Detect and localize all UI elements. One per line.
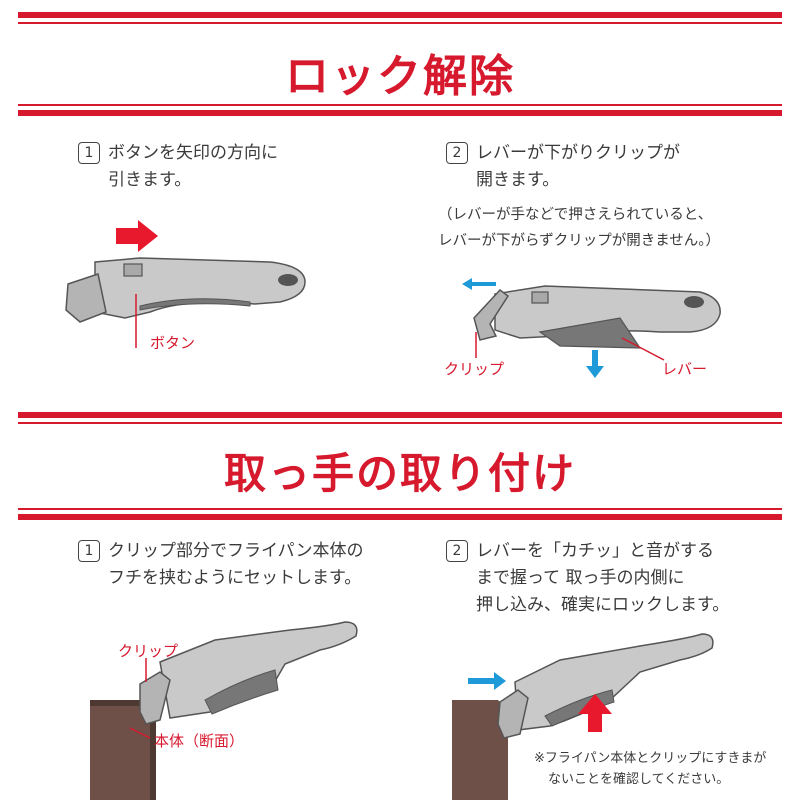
step-number: 2 [446,540,468,562]
pan-body-section [452,700,508,800]
lever [204,669,279,715]
handle-hole [278,274,298,286]
step-number: 1 [78,142,100,164]
clip [139,671,171,725]
header-band-bottom [18,110,782,116]
pan-body-section [90,700,150,800]
button-icon [531,291,549,304]
label-clip: クリップ [444,360,505,378]
arrow-down-icon [586,350,604,378]
arrow-left-icon [462,278,496,290]
section-title-attach: 取っ手の取り付け [223,449,576,498]
header-band-bottom-thin [18,104,782,106]
arrow-right-icon [116,220,158,252]
header-band-bottom-2 [18,514,782,520]
unlock-note: （レバーが手などで押さえられていると、 レバーが下がらずクリップが開きません。） [438,207,721,249]
header-band-bottom-thin-2 [18,508,782,510]
header-band-top-thin [18,22,782,24]
unlock-handle-figure-1 [65,220,306,348]
header-band-top [18,12,782,18]
arrow-up-icon [578,694,612,732]
step-number: 1 [78,540,100,562]
handle-body [514,633,714,731]
label-clip-attach: クリップ [118,642,179,660]
attach-figure-1 [90,621,358,800]
header-band-top-thin-2 [18,422,782,424]
label-lever: レバー [662,360,708,378]
arrow-right-icon [468,672,506,690]
handle-body [159,621,358,719]
handle-hole [684,296,704,308]
lever-leader-line [621,337,665,361]
clip-open [473,288,510,341]
handle-body [94,257,306,319]
label-button: ボタン [150,334,196,352]
clip [497,689,529,739]
header-band-top-2 [18,412,782,418]
unlock-handle-figure-2 [462,278,721,378]
attach-figure-2 [452,633,714,800]
label-pan-body: 本体（断面） [154,732,245,750]
handle-clip [65,273,107,323]
body-leader-line [129,727,151,739]
handle-lever [139,298,251,311]
section-title-unlock: ロック解除 [285,51,515,102]
button-icon [123,263,143,277]
step-number: 2 [446,142,468,164]
attach-note: ※フライパン本体とクリップにすきまが ないことを確認してください。 [534,751,767,787]
